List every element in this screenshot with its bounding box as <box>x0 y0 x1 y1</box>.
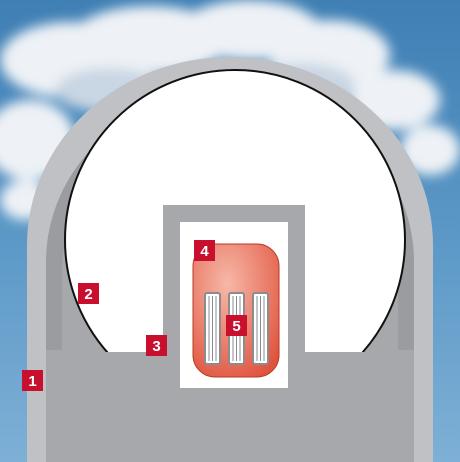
marker-2-label: 2 <box>84 286 92 303</box>
marker-4: 4 <box>194 240 215 261</box>
marker-5: 5 <box>226 315 247 336</box>
marker-1-label: 1 <box>28 373 36 390</box>
marker-2: 2 <box>78 283 99 304</box>
biological-shield-right-ledge <box>288 352 305 395</box>
marker-3: 3 <box>146 335 167 356</box>
marker-4-label: 4 <box>200 243 209 260</box>
fuel-rod <box>253 293 268 364</box>
marker-3-label: 3 <box>152 338 160 355</box>
marker-1: 1 <box>22 370 43 391</box>
fuel-rod <box>205 293 220 364</box>
marker-5-label: 5 <box>232 318 240 335</box>
